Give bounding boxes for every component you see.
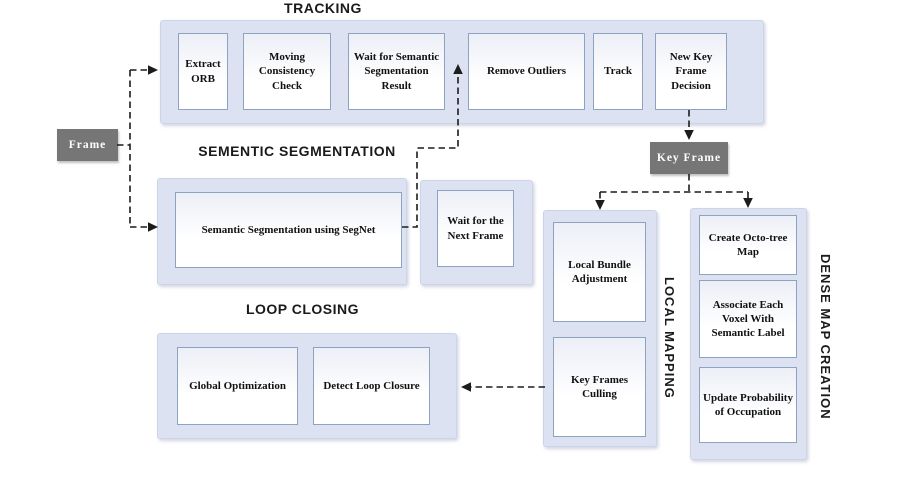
box-track: Track: [593, 33, 643, 110]
box-wait-next-frame: Wait for the Next Frame: [437, 190, 514, 267]
box-update-occupation-probability: Update Probability of Occupation: [699, 367, 797, 443]
semantic-section-title: SEMENTIC SEGMENTATION: [198, 143, 396, 159]
loop-closing-section-title: LOOP CLOSING: [245, 301, 360, 317]
box-create-octotree-map: Create Octo-tree Map: [699, 215, 797, 275]
box-key-frames-culling: Key Frames Culling: [553, 337, 646, 437]
box-wait-semantic-result: Wait for Semantic Segmentation Result: [348, 33, 445, 110]
local-mapping-section-title: LOCAL MAPPING: [662, 276, 677, 399]
box-local-bundle-adjustment: Local Bundle Adjustment: [553, 222, 646, 322]
key-frame-node: Key Frame: [650, 142, 728, 174]
dense-map-section-title: DENSE MAP CREATION: [818, 254, 833, 420]
box-global-optimization: Global Optimization: [177, 347, 298, 425]
box-remove-outliers: Remove Outliers: [468, 33, 585, 110]
connector-keyframe-split: [599, 174, 749, 201]
box-new-key-frame-decision: New Key Frame Decision: [655, 33, 727, 110]
box-associate-voxel-label: Associate Each Voxel With Semantic Label: [699, 280, 797, 358]
box-detect-loop-closure: Detect Loop Closure: [313, 347, 430, 425]
arrowhead-down-keyframe: [684, 130, 694, 140]
tracking-section-title: TRACKING: [284, 0, 362, 16]
arrowhead-into-tracking-left: [148, 65, 158, 75]
box-extract-orb: Extract ORB: [178, 33, 228, 110]
arrowhead-left-loop-closing: [461, 382, 471, 392]
box-segnet: Semantic Segmentation using SegNet: [175, 192, 402, 268]
frame-node: Frame: [57, 129, 118, 161]
arrowhead-down-dense-map: [743, 198, 753, 208]
box-moving-consistency-check: Moving Consistency Check: [243, 33, 331, 110]
connector-frame-split: [117, 69, 148, 228]
arrowhead-down-local-mapping: [595, 200, 605, 210]
